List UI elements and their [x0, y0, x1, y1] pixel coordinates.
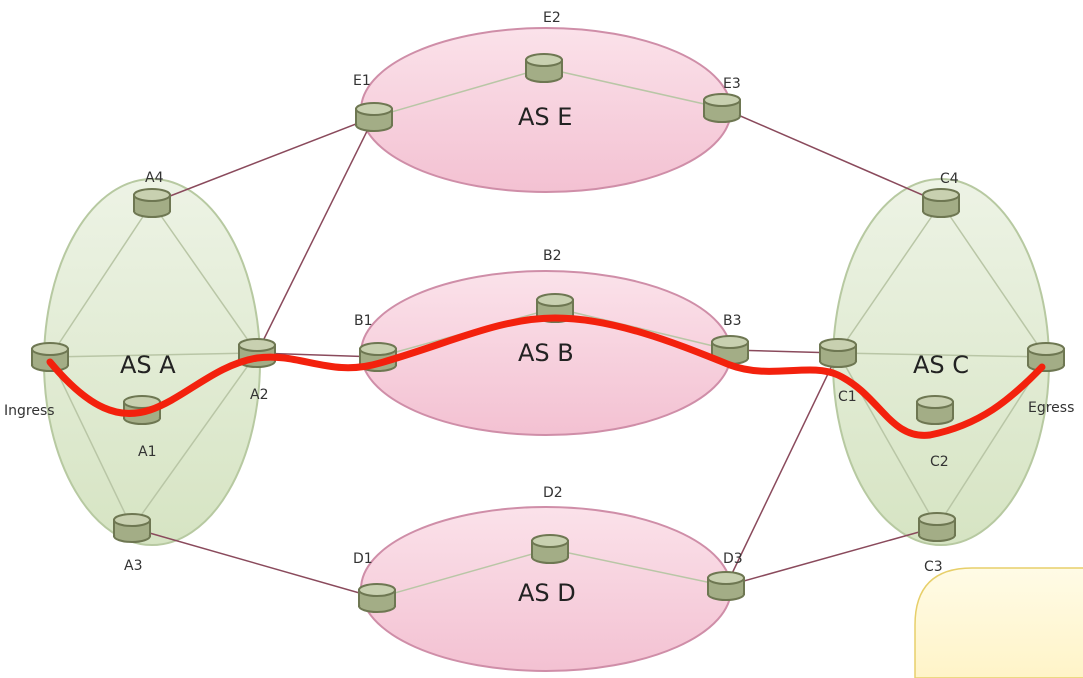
label-c4: C4 [940, 171, 959, 187]
label-a2: A2 [250, 387, 268, 403]
router-d1 [358, 583, 396, 613]
label-c3: C3 [924, 559, 943, 575]
label-c1: C1 [838, 389, 857, 405]
label-d2: D2 [543, 485, 563, 501]
router-e1 [355, 102, 393, 132]
router-e2 [525, 53, 563, 83]
note-callout [914, 567, 1083, 678]
router-icon [525, 53, 563, 83]
as-d-label: AS D [518, 579, 576, 607]
router-icon [531, 534, 569, 564]
as-a-label: AS A [120, 351, 176, 379]
router-d2 [531, 534, 569, 564]
label-d3: D3 [723, 551, 743, 567]
label-e3: E3 [723, 76, 741, 92]
router-c1 [819, 338, 857, 368]
router-icon [113, 513, 151, 543]
as-b-label: AS B [518, 339, 574, 367]
label-a4: A4 [145, 170, 164, 186]
router-e3 [703, 93, 741, 123]
router-icon [707, 571, 745, 601]
router-icon [133, 188, 171, 218]
router-icon [916, 395, 954, 425]
router-icon [922, 188, 960, 218]
router-a4 [133, 188, 171, 218]
label-e2: E2 [543, 10, 561, 26]
label-a3: A3 [124, 558, 142, 574]
label-ingress: Ingress [4, 403, 55, 419]
router-icon [819, 338, 857, 368]
router-d3 [707, 571, 745, 601]
inter-links [131, 107, 942, 599]
as-e-label: AS E [518, 103, 572, 131]
label-a1: A1 [138, 444, 156, 460]
highlighted-path [46, 314, 1046, 439]
router-c3 [918, 512, 956, 542]
as-c-label: AS C [913, 351, 969, 379]
router-icon [1027, 342, 1065, 372]
label-d1: D1 [353, 551, 373, 567]
router-icon [703, 93, 741, 123]
label-egress: Egress [1028, 400, 1074, 416]
label-e1: E1 [353, 73, 371, 89]
label-b2: B2 [543, 248, 562, 264]
label-b3: B3 [723, 313, 742, 329]
label-c2: C2 [930, 454, 949, 470]
router-c4 [922, 188, 960, 218]
router-icon [358, 583, 396, 613]
router-c2 [916, 395, 954, 425]
router-icon [918, 512, 956, 542]
router-egress [1027, 342, 1065, 372]
router-a3 [113, 513, 151, 543]
router-icon [355, 102, 393, 132]
label-b1: B1 [354, 313, 373, 329]
